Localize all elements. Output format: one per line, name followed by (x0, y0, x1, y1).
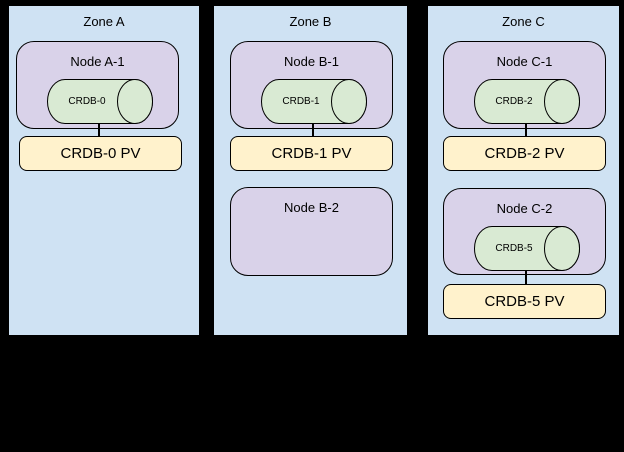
pv-crdb-2: CRDB-2 PV (443, 136, 606, 171)
node-a-1-label: Node A-1 (70, 54, 125, 69)
node-c-2: Node C-2 CRDB-5 (443, 188, 606, 275)
zone-a: Zone A Node A-1 CRDB-0 CRDB-0 PV (8, 5, 200, 336)
pv-crdb-0-label: CRDB-0 PV (60, 145, 141, 162)
pod-crdb-5-label: CRDB-5 (495, 243, 533, 254)
node-b-1: Node B-1 CRDB-1 (230, 41, 393, 129)
pod-crdb-2-label: CRDB-2 (495, 96, 533, 107)
pod-crdb-1-label: CRDB-1 (282, 96, 320, 107)
zone-b: Zone B Node B-1 CRDB-1 CRDB-1 PV Node B-… (213, 5, 408, 336)
database-cylinder-icon (261, 79, 367, 124)
database-cylinder-icon (474, 226, 580, 271)
pv-crdb-2-label: CRDB-2 PV (484, 145, 565, 162)
node-c-2-label: Node C-2 (496, 201, 553, 216)
node-b-1-label: Node B-1 (284, 54, 339, 69)
zone-c-label: Zone C (502, 14, 545, 29)
database-cylinder-icon (47, 79, 153, 124)
pod-pv-connector-line (312, 123, 314, 137)
pod-pv-connector-line (98, 123, 100, 137)
pod-pv-connector-line (525, 270, 527, 284)
node-c-1: Node C-1 CRDB-2 (443, 41, 606, 129)
zone-a-label: Zone A (83, 14, 125, 29)
node-c-1-label: Node C-1 (496, 54, 553, 69)
node-b-2: Node B-2 (230, 187, 393, 276)
pv-crdb-1-label: CRDB-1 PV (271, 145, 352, 162)
pod-crdb-2: CRDB-2 (474, 79, 580, 124)
zone-b-label: Zone B (289, 14, 332, 29)
pod-crdb-1: CRDB-1 (261, 79, 367, 124)
node-a-1: Node A-1 CRDB-0 (16, 41, 179, 129)
node-b-2-label: Node B-2 (284, 200, 339, 215)
database-cylinder-icon (474, 79, 580, 124)
pv-crdb-5: CRDB-5 PV (443, 284, 606, 319)
pod-crdb-0-label: CRDB-0 (68, 96, 106, 107)
pv-crdb-0: CRDB-0 PV (19, 136, 182, 171)
pod-pv-connector-line (525, 123, 527, 137)
pod-crdb-0: CRDB-0 (47, 79, 153, 124)
zone-c: Zone C Node C-1 CRDB-2 CRDB-2 PV Node C-… (427, 5, 620, 336)
pod-crdb-5: CRDB-5 (474, 226, 580, 271)
pv-crdb-1: CRDB-1 PV (230, 136, 393, 171)
pv-crdb-5-label: CRDB-5 PV (484, 293, 565, 310)
